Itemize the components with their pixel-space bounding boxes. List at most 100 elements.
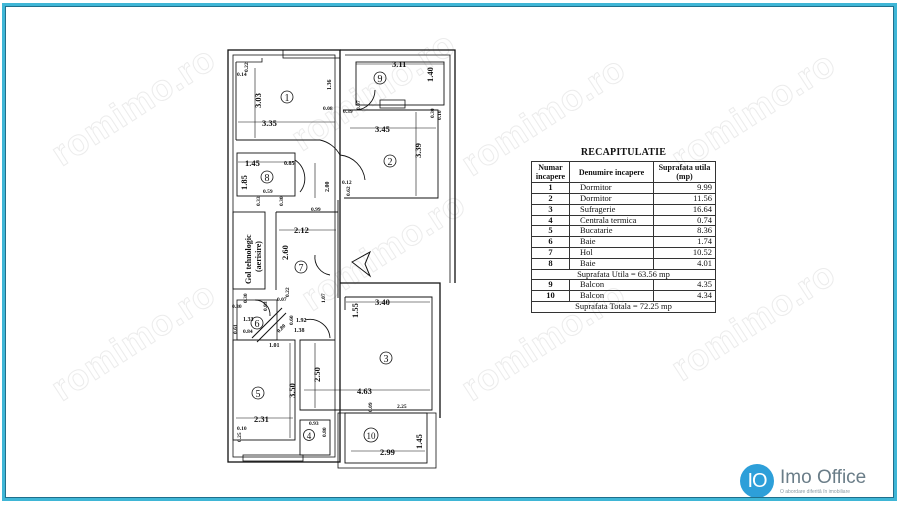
gol-tehnologic-sublabel: (aerisire) — [254, 241, 263, 272]
recap-table: Numar incapere Denumire incapere Suprafa… — [531, 160, 716, 313]
dim-text: 0.10 — [437, 110, 443, 120]
dim-text: 0.59 — [263, 189, 273, 195]
dim-text: 3.40 — [375, 297, 390, 307]
room-number: 2 — [531, 193, 570, 205]
dim-text: 0.30 — [430, 108, 436, 118]
dim-text: 3.03 — [253, 93, 263, 108]
dim-text: 0.30 — [243, 293, 249, 303]
dim-text: 0.07 — [356, 100, 362, 110]
dim-text: 1.01 — [269, 343, 280, 349]
dim-text: 0.80 — [276, 323, 287, 334]
room-area: 4.34 — [653, 290, 716, 302]
room-number: 8 — [531, 257, 570, 270]
dim-text: 0.99 — [311, 207, 321, 213]
room-label-8: 8 — [265, 173, 270, 184]
imo-office-logo: IO Imo Office O abordare diferită în imo… — [740, 463, 866, 499]
header-area: Suprafata utila (mp) — [653, 160, 716, 184]
dim-text: 1.07 — [321, 293, 327, 303]
dim-text: 2.00 — [325, 182, 331, 193]
room-area: 1.74 — [653, 236, 716, 248]
dim-text: 3.11 — [392, 59, 406, 69]
logo-mark-icon: IO — [740, 464, 774, 498]
dim-text: 2.31 — [254, 414, 269, 424]
room-label-5: 5 — [256, 389, 261, 400]
dim-text: 2.25 — [397, 404, 407, 410]
room-label-10: 10 — [367, 431, 377, 441]
dim-text: 0.08 — [323, 106, 333, 112]
dim-text: 3.39 — [413, 143, 423, 158]
dim-text: 1.92 — [296, 318, 307, 324]
dim-text: 2.99 — [380, 447, 395, 457]
dim-text: 1.45 — [245, 158, 260, 168]
header-room-number: Numar incapere — [531, 160, 570, 184]
dim-text: 0.93 — [309, 421, 319, 427]
dim-text: 0.14 — [237, 72, 247, 78]
dim-text: 1.40 — [425, 67, 435, 82]
room-label-7: 7 — [299, 263, 304, 274]
entrance-arrow-icon — [351, 250, 372, 278]
dim-text: 0.09 — [368, 402, 374, 412]
room-label-3: 3 — [384, 354, 389, 365]
dim-text: 0.39 — [343, 109, 353, 115]
room-label-2: 2 — [388, 157, 393, 168]
room-name: Dormitor — [569, 182, 654, 195]
recap-panel: RECAPITULATIE Numar incapere Denumire in… — [531, 147, 716, 313]
room-name: Baie — [569, 257, 654, 270]
dim-text: 1.36 — [327, 80, 333, 91]
dim-text: 0.62 — [346, 186, 352, 196]
recap-title: RECAPITULATIE — [580, 147, 667, 158]
room-area: 11.56 — [653, 193, 716, 205]
dim-text: 1.33 — [243, 317, 254, 323]
dim-text: 4.63 — [357, 386, 372, 396]
dim-text: 1.45 — [414, 434, 424, 449]
dim-text: 2.50 — [312, 367, 322, 382]
dim-text: 0.22 — [285, 287, 291, 297]
header-room-name: Denumire incapere — [569, 160, 654, 184]
room-area: 0.74 — [653, 214, 716, 227]
room-name: Balcon — [569, 279, 654, 292]
dim-text: 3.50 — [287, 383, 297, 398]
dim-text: 2.60 — [280, 245, 290, 260]
room-area: 10.52 — [653, 246, 716, 259]
dim-text: 0.30 — [232, 304, 242, 310]
room-area: 16.64 — [653, 203, 716, 216]
dim-text: 0.30 — [279, 196, 285, 206]
dim-text: 0.22 — [244, 62, 250, 72]
logo-name: Imo Office — [780, 466, 867, 488]
dim-text: 0.10 — [237, 426, 247, 432]
dim-text: 1.38 — [294, 328, 305, 334]
room-area: 4.01 — [653, 257, 716, 270]
dim-text: 1.85 — [239, 175, 249, 190]
room-label-4: 4 — [307, 431, 312, 441]
room-number: 5 — [531, 225, 570, 238]
room-name: Centrala termica — [569, 214, 654, 227]
total-area-summary: Suprafata Totala = 72.25 mp — [531, 300, 716, 313]
dim-text: 0.07 — [277, 297, 287, 303]
dim-text: 0.85 — [284, 161, 295, 167]
room-number: 4 — [531, 214, 570, 227]
room-name: Baie — [569, 236, 654, 248]
dim-text: 1.55 — [350, 303, 360, 318]
room-name: Bucatarie — [569, 225, 654, 238]
dim-text: 3.35 — [262, 118, 277, 128]
util-summary-row: Suprafata Utila = 63.56 mp — [531, 268, 716, 281]
dim-text: 3.45 — [375, 124, 390, 134]
util-area-summary: Suprafata Utila = 63.56 mp — [531, 268, 716, 281]
dim-text: 0.61 — [233, 324, 239, 334]
dim-text: 0.25 — [237, 432, 243, 442]
room-name: Hol — [569, 246, 654, 259]
dim-text: 0.12 — [342, 180, 352, 186]
room-label-9: 9 — [378, 74, 383, 85]
room-number: 9 — [531, 279, 570, 292]
